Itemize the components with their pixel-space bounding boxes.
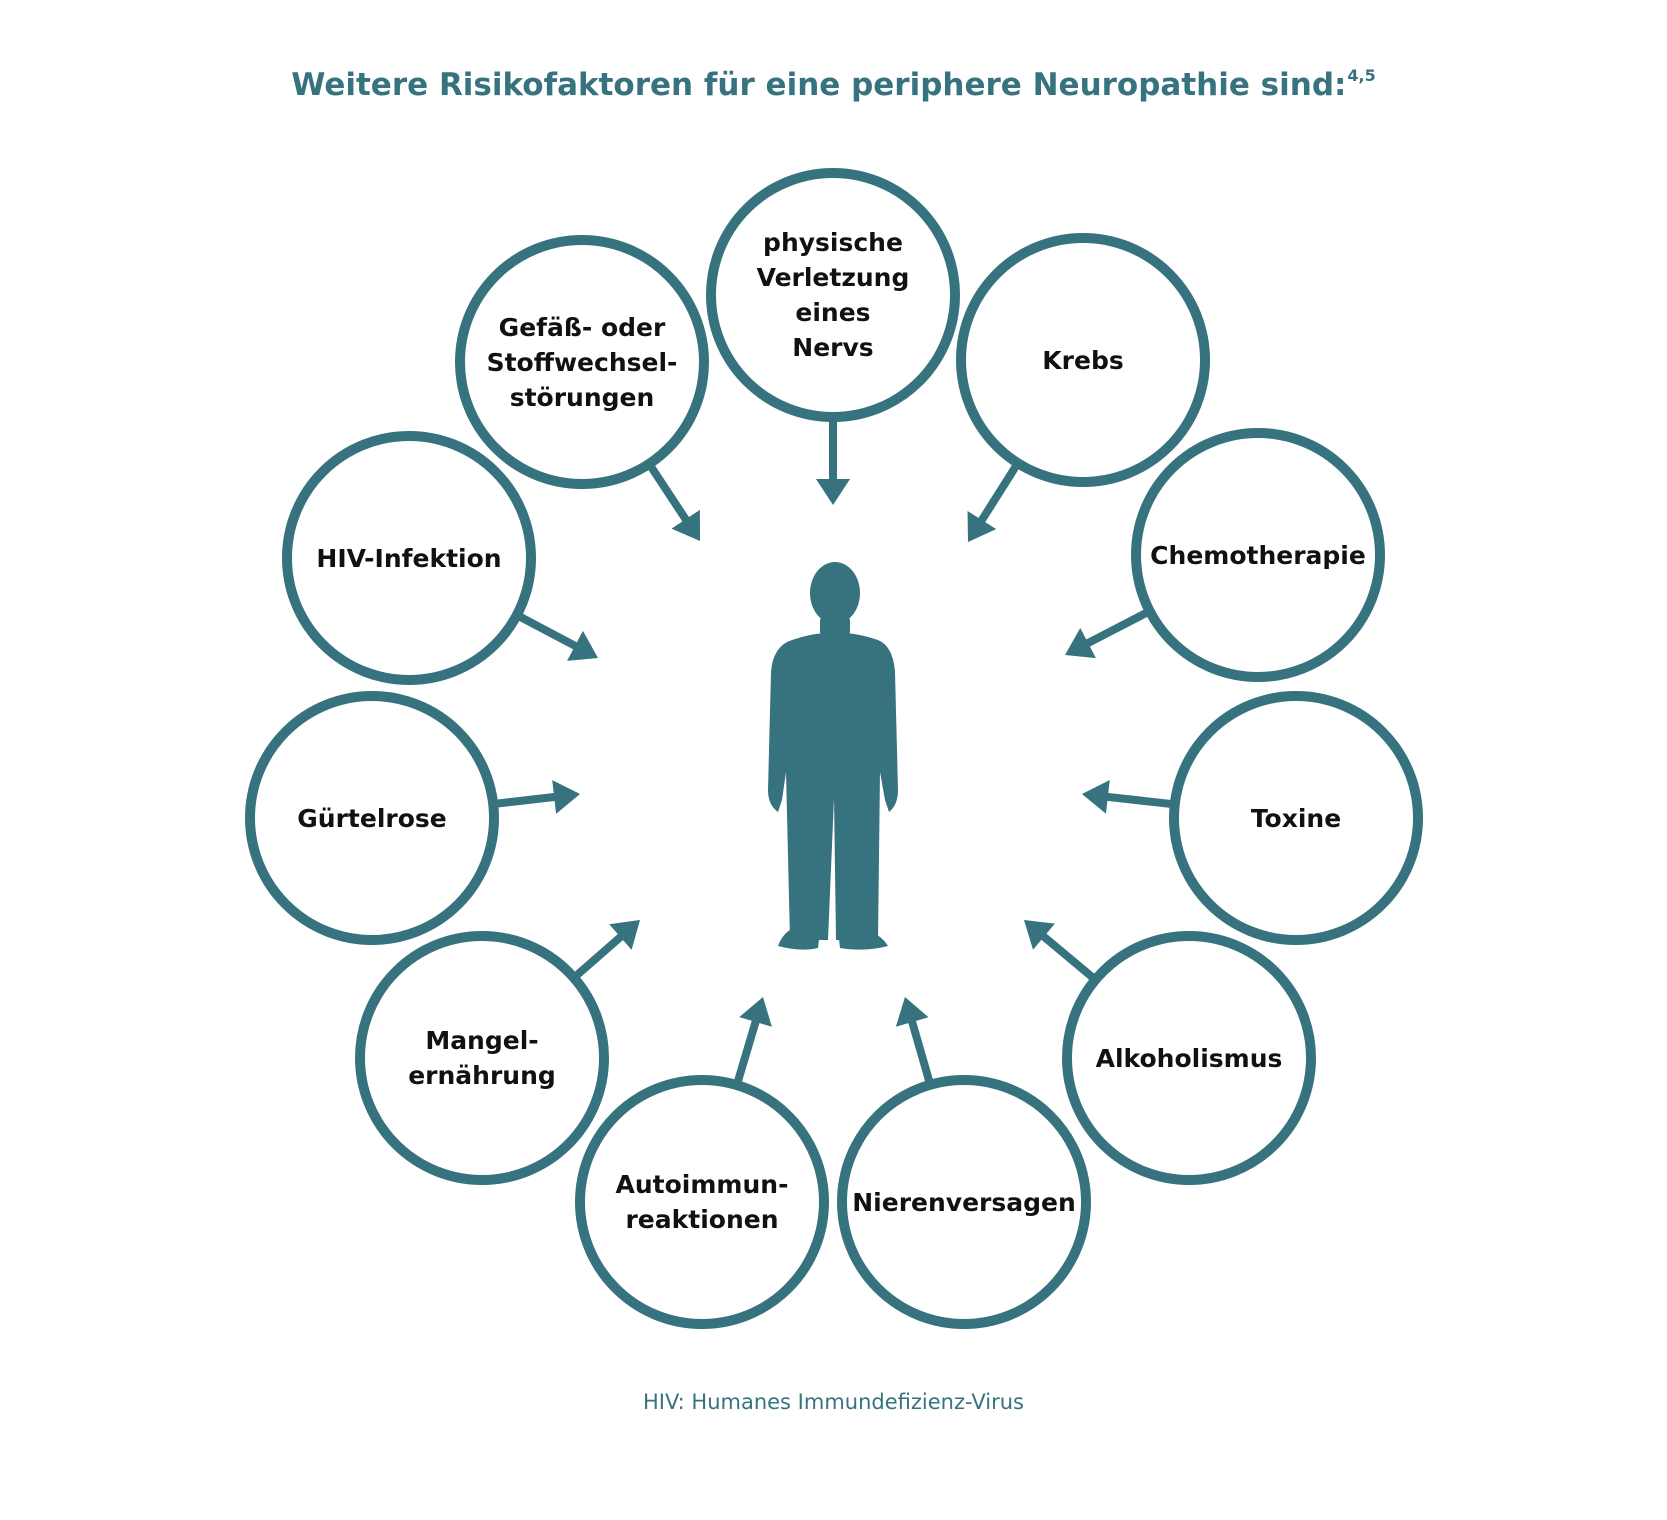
arrow-line-9	[518, 613, 579, 651]
factor-label: Autoimmun- reaktionen	[615, 1170, 789, 1234]
arrow-line-1	[977, 464, 1020, 524]
factor-circle: physische Verletzung eines Nervs	[706, 168, 960, 422]
person-silhouette-icon	[768, 562, 898, 950]
factor-label: Krebs	[1042, 345, 1124, 375]
factor-circle: HIV-Infektion	[282, 431, 536, 685]
factor-circle: Alkoholismus	[1062, 931, 1316, 1185]
factor-circle: Toxine	[1169, 691, 1423, 945]
arrow-head-9	[567, 630, 598, 661]
factor-label: Nierenversagen	[852, 1187, 1076, 1217]
arrow-head-10	[671, 509, 700, 541]
title-references: 4,5	[1347, 66, 1376, 85]
factor-label: Gürtelrose	[297, 803, 447, 833]
factor-label: HIV-Infektion	[316, 543, 502, 573]
factor-label: Chemotherapie	[1150, 540, 1366, 570]
arrow-head-4	[1024, 920, 1055, 950]
factor-label: physische Verletzung eines Nervs	[756, 228, 910, 362]
title-text: Weitere Risikofaktoren für eine peripher…	[291, 67, 1347, 103]
arrow-line-2	[1084, 609, 1148, 648]
arrow-head-6	[739, 997, 772, 1027]
arrow-line-7	[574, 932, 625, 979]
arrow-head-8	[552, 780, 580, 814]
factor-label: Toxine	[1250, 803, 1342, 833]
factor-circle: Chemotherapie	[1131, 428, 1385, 682]
factor-label: Alkoholismus	[1095, 1043, 1283, 1073]
factor-circle: Gefäß- oder Stoffwechsel- störungen	[455, 235, 709, 489]
factor-circle: Autoimmun- reaktionen	[575, 1075, 829, 1329]
page-title: Weitere Risikofaktoren für eine peripher…	[0, 66, 1667, 103]
arrow-head-2	[1065, 627, 1096, 659]
arrow-line-4	[1039, 932, 1095, 981]
arrow-head-0	[816, 479, 850, 505]
arrow-line-3	[1105, 792, 1172, 808]
arrow-head-5	[895, 997, 929, 1027]
factor-circle: Gürtelrose	[245, 691, 499, 945]
factor-label: Mangel- ernährung	[408, 1026, 556, 1090]
factor-circle: Nierenversagen	[837, 1075, 1091, 1329]
factor-label: Gefäß- oder Stoffwechsel- störungen	[486, 312, 678, 412]
arrow-line-10	[648, 464, 691, 524]
arrow-head-7	[609, 920, 640, 950]
footnote: HIV: Humanes Immundefizienz-Virus	[643, 1390, 1024, 1414]
arrow-line-5	[907, 1018, 933, 1083]
arrow-line-6	[734, 1018, 760, 1083]
arrow-head-3	[1082, 780, 1110, 814]
arrow-head-1	[967, 510, 997, 542]
factor-circle: Mangel- ernährung	[355, 931, 609, 1185]
arrow-line-8	[496, 792, 557, 808]
factor-circle: Krebs	[956, 233, 1210, 487]
arrow-group	[496, 421, 1172, 1083]
